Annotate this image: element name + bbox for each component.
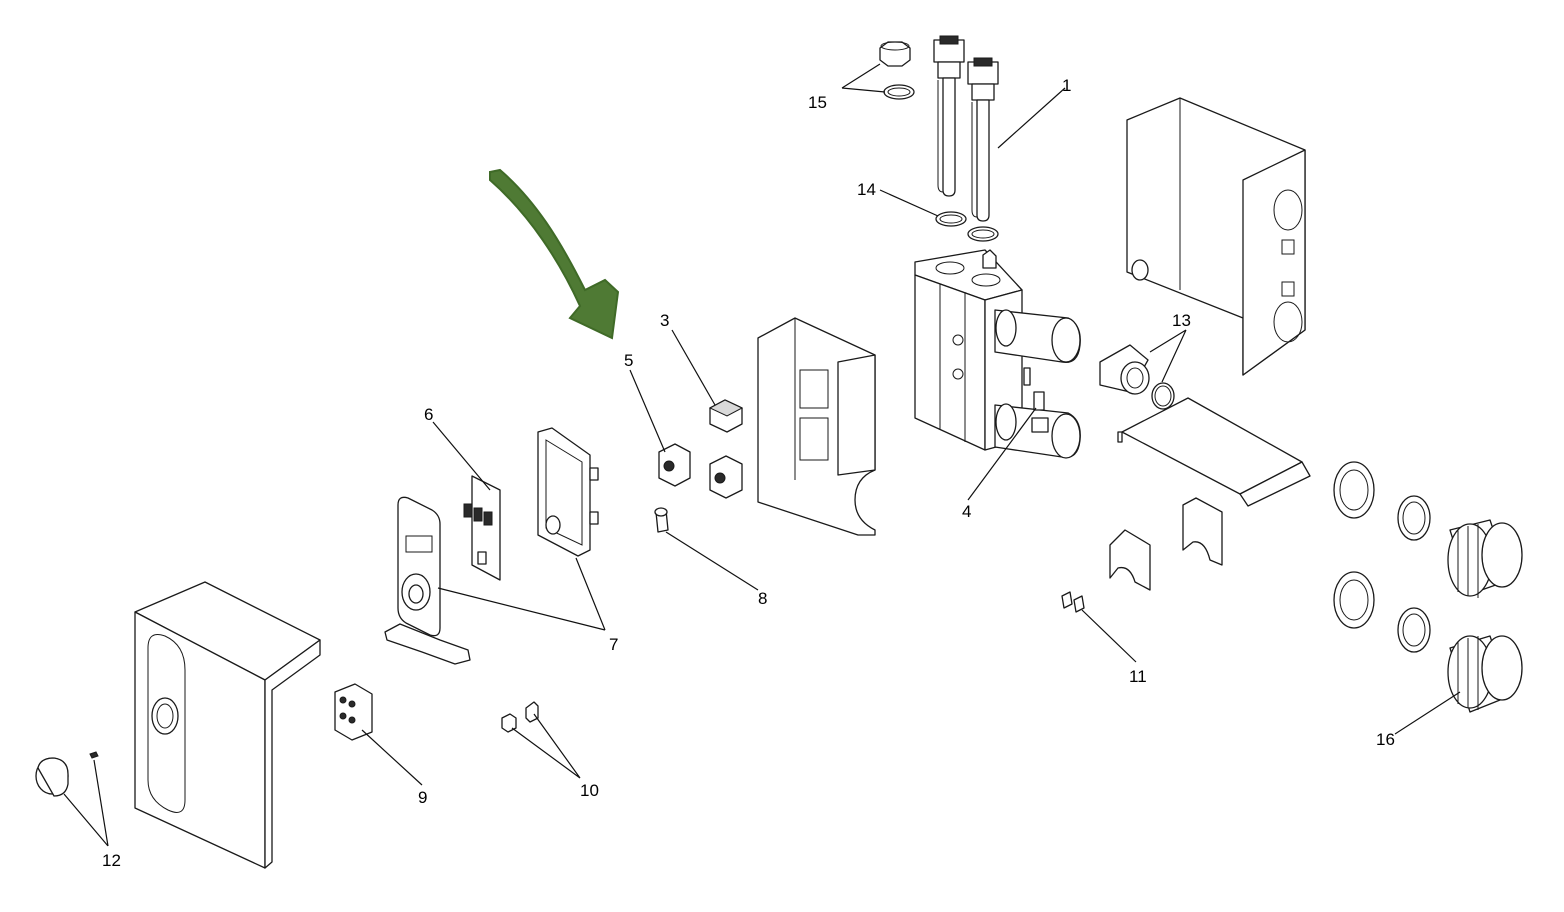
part-3-relay — [708, 399, 744, 433]
part-7-control-frame — [537, 427, 599, 557]
callout-10: 10 — [580, 781, 599, 800]
bottom-tray — [1117, 397, 1311, 507]
part-11-clips — [1061, 591, 1085, 613]
callout-11: 11 — [1129, 667, 1147, 686]
part-16-unions — [1333, 461, 1523, 713]
callout-15: 15 — [808, 93, 827, 112]
callout-14: 14 — [857, 180, 876, 199]
callout-labels: 1 3 4 5 6 7 8 9 10 11 12 13 14 15 16 — [102, 76, 1395, 870]
callout-12: 12 — [102, 851, 121, 870]
side-panel-bracket — [757, 317, 876, 536]
pipe-clamps — [1109, 497, 1223, 591]
leader-lines — [63, 63, 1461, 847]
part-9-terminal-block — [334, 683, 373, 741]
part-10-connectors — [501, 701, 539, 733]
callout-9: 9 — [418, 788, 427, 807]
callout-8: 8 — [758, 589, 767, 608]
part-5-thermostats — [658, 443, 743, 499]
part-15-cap — [879, 41, 915, 100]
callout-4: 4 — [962, 502, 971, 521]
callout-13: 13 — [1172, 311, 1191, 330]
front-faceplate — [384, 496, 471, 665]
callout-7: 7 — [609, 635, 618, 654]
part-14-o-rings — [935, 211, 999, 242]
part-8-sensor — [654, 507, 669, 533]
rear-enclosure — [1126, 97, 1306, 376]
part-12-knob — [35, 751, 99, 797]
part-6-display-board — [463, 475, 501, 581]
callout-3: 3 — [660, 311, 669, 330]
front-cover — [134, 581, 321, 869]
part-13-coupler — [1099, 344, 1175, 410]
callout-16: 16 — [1376, 730, 1395, 749]
heater-body — [914, 249, 1081, 459]
part-1-heating-elements — [933, 35, 999, 222]
green-arrow-icon — [489, 168, 620, 340]
callout-1: 1 — [1062, 76, 1071, 95]
callout-6: 6 — [424, 405, 433, 424]
callout-5: 5 — [624, 351, 633, 370]
